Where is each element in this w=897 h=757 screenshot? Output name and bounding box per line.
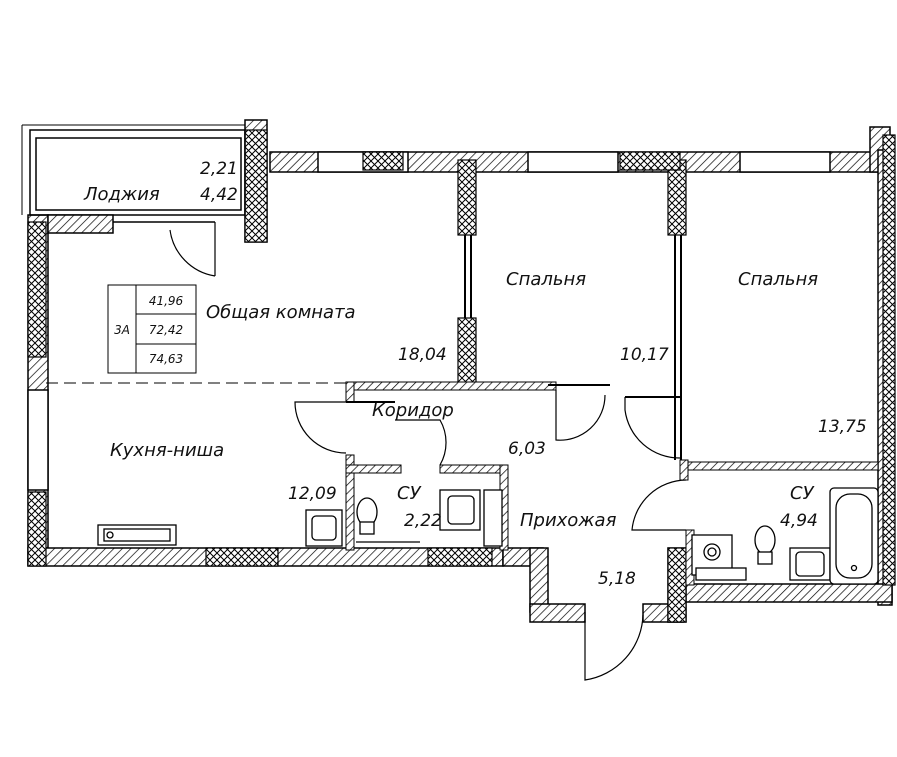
room-label-loggia: Лоджия bbox=[83, 184, 160, 205]
room-area-corridor: 6,03 bbox=[508, 439, 546, 459]
room-area-bath-1: 2,22 bbox=[404, 511, 442, 531]
room-area-loggia-b: 4,42 bbox=[200, 185, 238, 205]
room-label-hall: Прихожая bbox=[520, 510, 617, 531]
room-label-kitchen: Кухня-ниша bbox=[110, 440, 224, 461]
room-label-bedroom-1: Спальня bbox=[506, 269, 586, 290]
loggia-door bbox=[169, 222, 216, 277]
apartment-type: 3А bbox=[114, 323, 130, 337]
room-label-corridor: Коридор bbox=[372, 400, 454, 421]
total-area-value: 72,42 bbox=[149, 323, 183, 337]
room-area-loggia-a: 2,21 bbox=[200, 159, 238, 179]
room-area-bedroom-1: 10,17 bbox=[620, 345, 669, 365]
room-area-living: 18,04 bbox=[398, 345, 447, 365]
room-label-bath-2: СУ bbox=[790, 483, 815, 504]
loggia-outline bbox=[21, 124, 246, 234]
room-label-living: Общая комната bbox=[206, 302, 356, 323]
room-area-bath-2: 4,94 bbox=[780, 511, 818, 531]
living-area-value: 41,96 bbox=[149, 294, 184, 308]
room-area-bedroom-2: 13,75 bbox=[818, 417, 867, 437]
room-label-bedroom-2: Спальня bbox=[738, 269, 818, 290]
room-area-kitchen: 12,09 bbox=[288, 484, 337, 504]
interior-walls bbox=[345, 235, 879, 586]
door-swings bbox=[294, 390, 687, 681]
total-with-loggia-value: 74,63 bbox=[149, 352, 183, 366]
area-summary-table bbox=[107, 284, 197, 374]
fixtures bbox=[97, 487, 879, 585]
structural-columns bbox=[27, 129, 896, 623]
toilet-2 bbox=[754, 525, 776, 555]
room-label-bath-1: СУ bbox=[397, 483, 422, 504]
room-area-hall: 5,18 bbox=[598, 569, 636, 589]
